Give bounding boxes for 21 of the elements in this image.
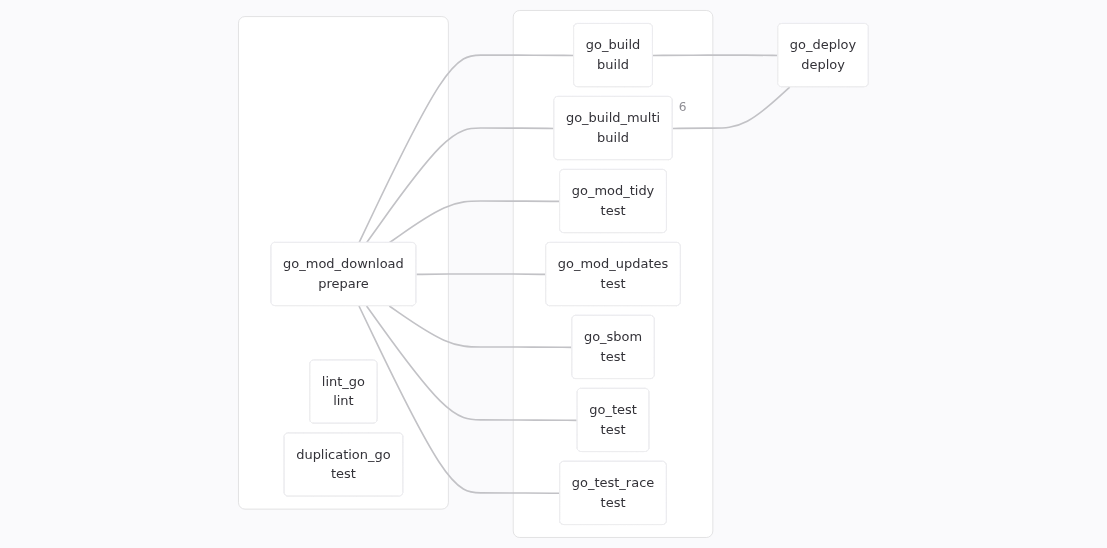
node-text: go_deploy deploy: [789, 37, 857, 73]
node-text: lint_go lint: [321, 373, 366, 409]
connector: [358, 54, 575, 244]
node-text: go_mod_download prepare: [283, 256, 404, 292]
cluster: [238, 16, 449, 510]
node-text: go_mod_tidy test: [571, 183, 655, 219]
node-text: go_sbom test: [583, 329, 643, 364]
job-count: 6: [678, 100, 687, 114]
connector: [415, 273, 547, 276]
cluster: [512, 10, 714, 538]
connector: [652, 54, 779, 57]
connector: [671, 86, 791, 130]
node-text: duplication_go test: [296, 446, 391, 482]
connector: [358, 305, 561, 495]
node-text: go_test test: [589, 402, 637, 437]
node-text: go_test_race test: [571, 475, 655, 510]
connector: [365, 305, 579, 422]
connector: [388, 200, 561, 244]
node-text: go_build_multi build: [566, 110, 661, 146]
node-text: go_build build: [585, 37, 641, 73]
node-text: go_mod_updates test: [557, 256, 669, 292]
